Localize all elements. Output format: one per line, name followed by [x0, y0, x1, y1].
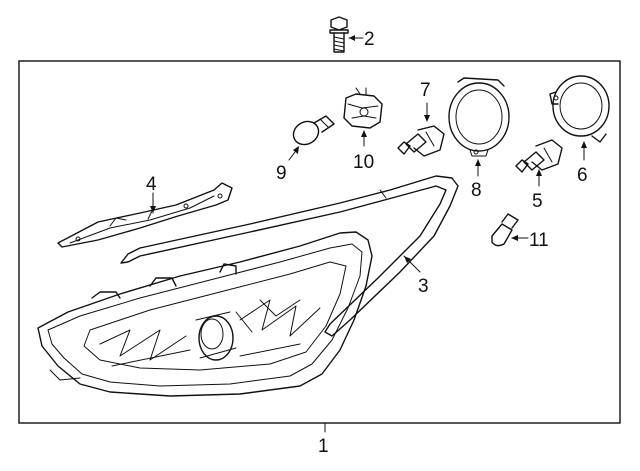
socket-part-10	[343, 87, 383, 129]
bolt-part-2	[329, 16, 349, 53]
leader-11	[511, 235, 529, 241]
bulb-part-9	[292, 115, 335, 146]
leader-5	[536, 169, 542, 187]
leader-3	[403, 255, 421, 273]
callout-5: 5	[532, 191, 543, 212]
assembly-frame	[18, 60, 621, 424]
callout-9: 9	[276, 163, 287, 184]
leader-10	[361, 130, 367, 147]
bracket-part-4	[57, 182, 233, 248]
callout-10: 10	[353, 152, 374, 173]
callout-6: 6	[577, 165, 588, 186]
leader-4	[150, 192, 156, 214]
bulb-part-7	[397, 125, 445, 157]
callout-1: 1	[318, 436, 329, 457]
dust-cap-part-8	[448, 77, 510, 157]
leader-8	[475, 159, 481, 177]
callout-7: 7	[420, 80, 431, 101]
bulb-part-11	[491, 213, 519, 247]
callout-11: 11	[529, 230, 549, 251]
seal-strip-part-3	[120, 175, 459, 337]
callout-4: 4	[146, 174, 157, 195]
callout-2: 2	[364, 29, 375, 50]
leader-9	[288, 146, 299, 161]
bulb-part-5	[515, 139, 563, 173]
callout-3: 3	[418, 276, 429, 297]
leader-7	[424, 102, 430, 122]
leader-6	[581, 141, 587, 161]
leader-2	[348, 35, 364, 41]
headlamp-housing	[37, 231, 373, 397]
callout-8: 8	[471, 180, 482, 201]
dust-cap-part-6	[549, 75, 610, 143]
